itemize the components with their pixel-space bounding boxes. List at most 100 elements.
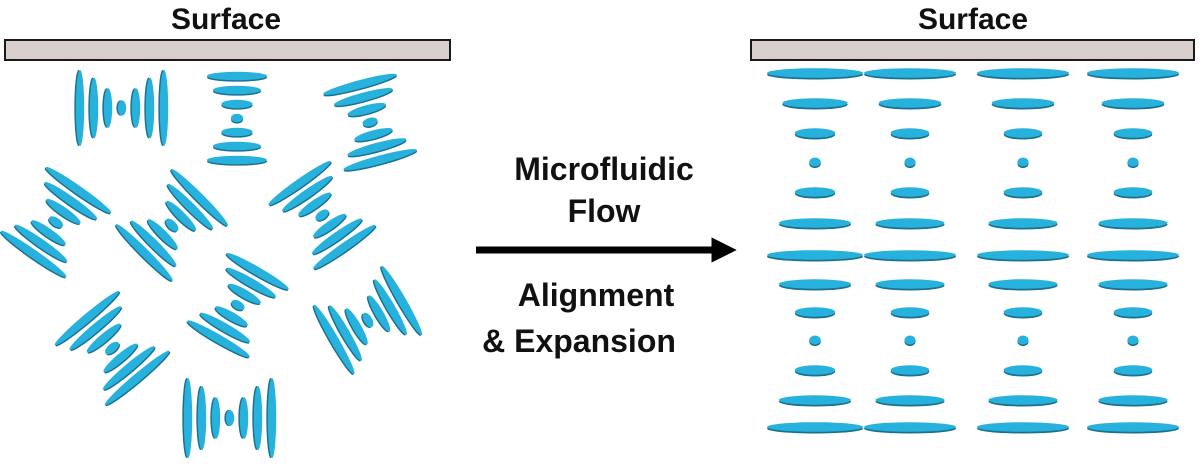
bundle-molecule [48,216,63,229]
molecule-bundle [268,160,377,271]
bundle-molecule [102,88,113,128]
aligned-molecule [1087,422,1179,434]
aligned-molecule [864,422,956,434]
aligned-molecule [1098,395,1168,407]
aligned-molecule [875,279,945,291]
bundle-molecule [69,306,123,352]
bundle-molecule [182,378,193,458]
aligned-molecule [977,422,1069,434]
bundle-molecule [103,343,139,374]
aligned-molecule [767,422,863,434]
molecule-bundle [0,166,112,279]
aligned-molecule [1113,128,1153,140]
process-label-line4: & Expansion [482,323,676,359]
bundle-molecule [266,378,277,458]
process-annotation: Microfluidic Flow Alignment & Expansion [476,151,737,359]
aligned-molecule [1127,157,1139,169]
process-label-line1: Microfluidic [514,151,694,187]
bundle-molecule [0,230,67,279]
right-surface-label: Surface [918,3,1028,36]
aligned-column [767,68,863,434]
aligned-molecule [991,98,1055,110]
bundle-molecule [298,192,332,218]
bundle-molecule [214,306,248,328]
aligned-molecule [864,250,956,262]
aligned-molecule [809,335,821,347]
bundle-molecule [44,166,112,215]
bundle-molecule [102,346,156,391]
aligned-molecule [890,128,930,140]
bundle-molecule [252,386,263,450]
bundle-molecule [347,102,387,118]
aligned-molecule [1098,279,1168,291]
bundle-molecule [343,149,418,172]
bundle-molecule [333,88,394,108]
molecule-bundle [182,378,277,458]
bundle-molecule [199,312,251,344]
aligned-molecule [988,395,1058,407]
right-panel: Surface [750,3,1195,434]
bundle-molecule [45,198,81,225]
bundle-molecule [225,252,289,291]
bundle-molecule [74,70,85,146]
bundle-molecule [116,100,127,116]
bundle-molecule [30,220,66,247]
bundle-molecule [231,113,243,124]
bundle-molecule [315,209,330,222]
molecule-bundle [312,265,423,375]
aligned-molecule [1098,218,1168,230]
aligned-molecule [864,68,956,80]
bundle-molecule [372,279,407,336]
bundle-molecule [225,267,277,299]
bundle-molecule [347,138,407,158]
aligned-molecule [1003,187,1043,199]
left-surface-bar [4,39,451,61]
aligned-molecule [782,98,848,110]
bundle-molecule [323,73,398,97]
bundle-molecule [268,160,332,207]
aligned-molecule [794,187,836,199]
process-label-line2: Flow [568,193,641,229]
aligned-molecule [890,365,930,377]
bundle-molecule [104,350,171,407]
bundle-molecule [361,312,374,328]
bundle-molecule [221,99,253,110]
aligned-molecule [1101,98,1165,110]
aligned-molecule [794,128,836,140]
bundle-molecule [165,200,197,232]
aligned-molecule [1087,68,1179,80]
aligned-molecule [890,307,930,319]
aligned-column [1087,68,1179,434]
left-surface-label: Surface [171,3,281,36]
aligned-molecule [988,218,1058,230]
bundle-molecule [88,77,99,139]
bundle-molecule [114,224,173,283]
aligned-molecule [1113,307,1153,319]
aligned-molecule [767,250,863,262]
bundle-molecule [86,323,122,354]
aligned-molecule [1113,187,1153,199]
bundle-molecule [158,70,169,146]
bundle-molecule [105,341,120,356]
aligned-molecule [875,395,945,407]
aligned-molecule [977,250,1069,262]
disordered-bundles [0,70,423,458]
aligned-column [864,68,956,434]
bundle-molecule [164,218,179,233]
bundle-molecule [312,304,355,375]
bundle-molecule [170,168,229,227]
bundle-molecule [227,283,261,306]
bundle-molecule [282,175,333,213]
aligned-molecule [904,157,916,169]
bundle-molecule [354,128,393,143]
molecule-bundle [186,252,289,359]
aligned-molecule [779,279,851,291]
bundle-molecule [238,397,249,439]
aligned-molecule [1127,335,1139,347]
molecule-bundle [114,168,229,283]
aligned-molecule [779,218,851,230]
aligned-molecule [878,98,942,110]
aligned-molecule [794,307,836,319]
bundle-molecule [43,182,98,221]
molecule-bundle [54,290,171,407]
